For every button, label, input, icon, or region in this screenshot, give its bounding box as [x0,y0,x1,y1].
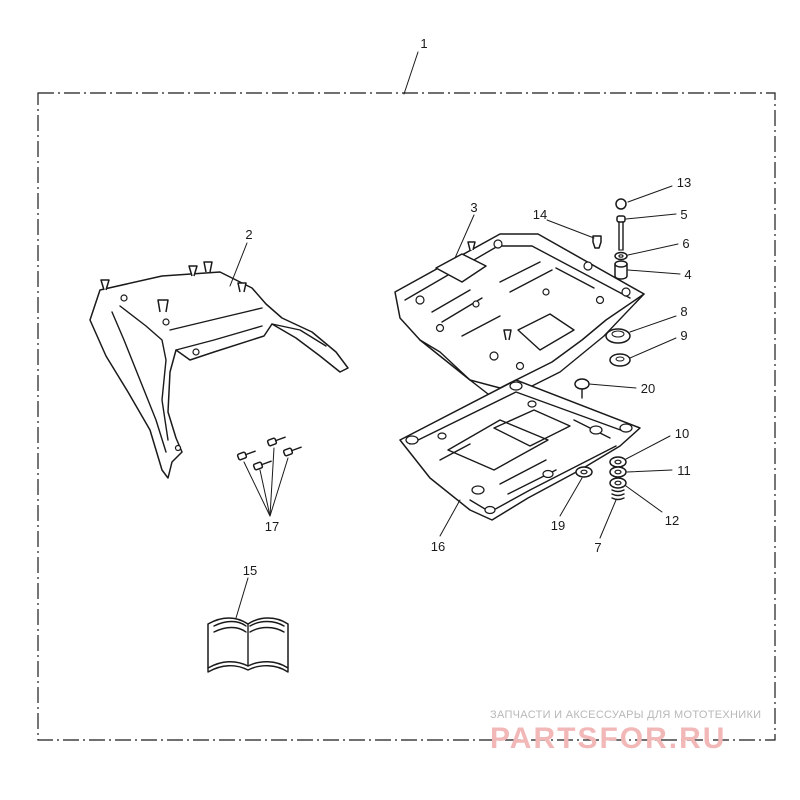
instruction-booklet-part-15 [207,617,289,673]
callout-10: 10 [675,426,689,441]
watermark: ЗАПЧАСТИ И АКСЕССУАРЫ ДЛЯ МОТОТЕХНИКИ PA… [490,709,761,755]
lower-base-plate [399,379,641,521]
washer-part-6 [614,251,628,261]
callout-6: 6 [682,236,689,251]
callout-14: 14 [533,207,547,222]
knob-part-20 [574,378,590,399]
callout-9: 9 [680,328,687,343]
watermark-tagline: ЗАПЧАСТИ И АКСЕССУАРЫ ДЛЯ МОТОТЕХНИКИ [490,709,761,721]
washer-part-10 [609,456,627,468]
spring-part-7 [611,489,625,501]
callout-labels: 1 2 3 14 13 5 6 4 8 9 20 10 11 12 7 19 1… [243,36,692,578]
callout-1: 1 [420,36,427,51]
screws-part-17 [236,436,302,471]
callout-16: 16 [431,539,445,554]
upper-mounting-plate [394,233,645,397]
callout-12: 12 [665,513,679,528]
carrier-bracket [89,261,349,479]
washer-part-11 [609,466,627,478]
watermark-brand-left: PARTS [490,722,599,755]
callout-7: 7 [594,540,601,555]
callout-13: 13 [677,175,691,190]
washer-part-12 [609,477,627,489]
grommet-part-9 [609,353,631,367]
callout-5: 5 [680,207,687,222]
callout-3: 3 [470,200,477,215]
callout-19: 19 [551,518,565,533]
callout-15: 15 [243,563,257,578]
pin-part-14 [592,235,602,249]
bolt-part-5 [616,215,626,251]
leader-lines [229,51,681,619]
callout-11: 11 [677,463,691,478]
callout-8: 8 [680,304,687,319]
watermark-brand-right: FOR.RU [599,722,726,755]
callout-4: 4 [684,267,691,282]
spacer-part-4 [614,260,628,280]
kit-boundary [37,92,776,741]
callout-20: 20 [641,381,655,396]
watermark-brand: PARTSFOR.RU [490,722,726,755]
grommet-part-8 [605,328,631,344]
cap-part-13 [615,198,627,210]
callout-17: 17 [265,519,279,534]
pad-part-19 [575,466,593,478]
callout-2: 2 [245,227,252,242]
